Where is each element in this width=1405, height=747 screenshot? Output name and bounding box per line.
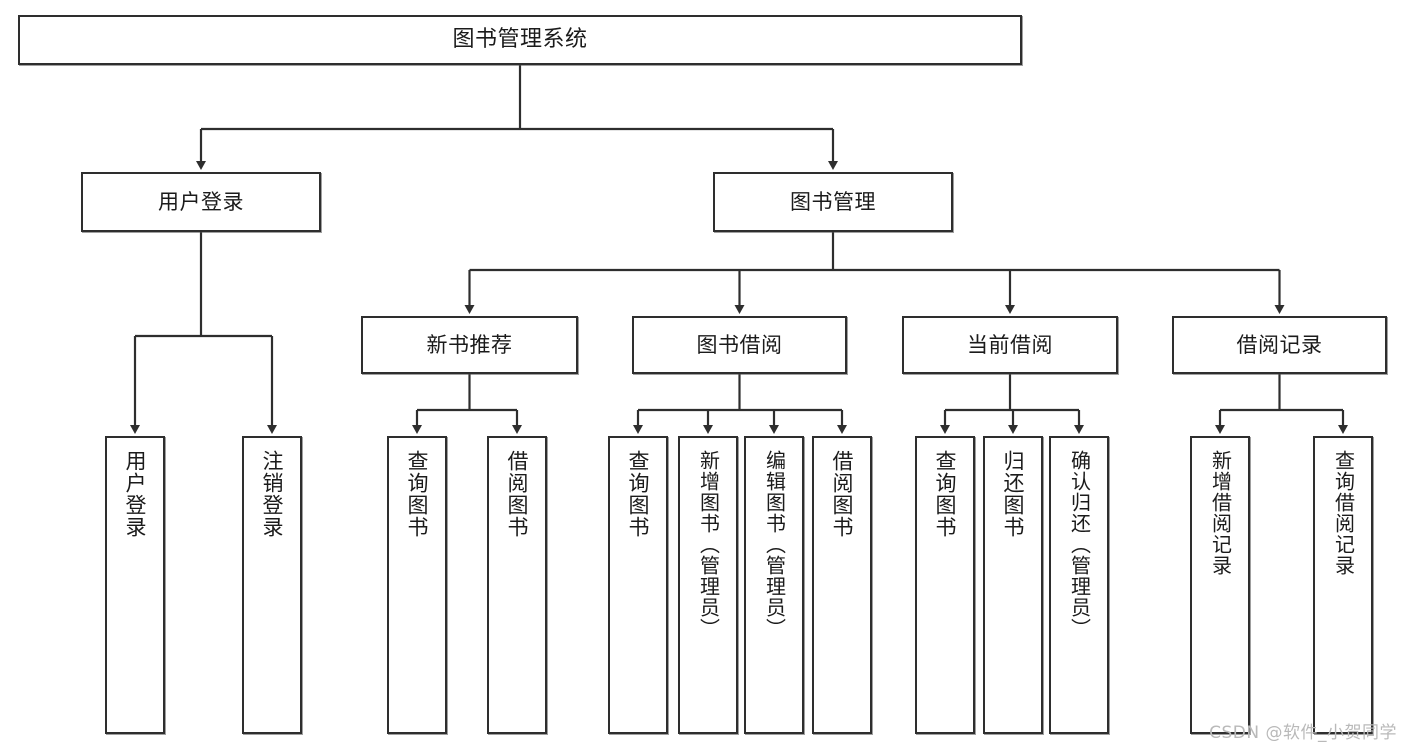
node-book-borrow[interactable]: 图书借阅 xyxy=(632,316,847,374)
node-label: 用户登录 xyxy=(158,189,244,214)
node-leaf-borrow-book-1[interactable]: 借阅图书 xyxy=(487,436,547,734)
node-leaf-edit-book[interactable]: 编辑图书（管理员） xyxy=(744,436,804,734)
node-label: 图书管理 xyxy=(790,189,876,214)
node-label: 新增借阅记录 xyxy=(1208,450,1233,576)
node-root[interactable]: 图书管理系统 xyxy=(18,15,1022,65)
node-label: 查询图书 xyxy=(626,450,651,538)
node-label: 注销登录 xyxy=(260,450,285,538)
node-leaf-add-book[interactable]: 新增图书（管理员） xyxy=(678,436,738,734)
node-leaf-confirm-return[interactable]: 确认归还（管理员） xyxy=(1049,436,1109,734)
node-label: 查询图书 xyxy=(933,450,958,538)
node-label: 查询借阅记录 xyxy=(1331,450,1356,576)
node-label: 借阅图书 xyxy=(505,450,530,538)
node-borrow-record[interactable]: 借阅记录 xyxy=(1172,316,1387,374)
node-leaf-query-book-1[interactable]: 查询图书 xyxy=(387,436,447,734)
node-label: 归还图书 xyxy=(1001,450,1026,538)
node-label: 图书借阅 xyxy=(696,332,783,357)
csdn-watermark: CSDN @软件_小贺同学 xyxy=(1209,723,1397,743)
node-leaf-logout[interactable]: 注销登录 xyxy=(242,436,302,734)
node-label: 编辑图书（管理员） xyxy=(762,450,787,639)
node-leaf-borrow-book-2[interactable]: 借阅图书 xyxy=(812,436,872,734)
node-label: 借阅图书 xyxy=(830,450,855,538)
node-label: 借阅记录 xyxy=(1236,332,1323,357)
node-label: 查询图书 xyxy=(405,450,430,538)
node-new-book-rec[interactable]: 新书推荐 xyxy=(361,316,578,374)
node-label: 确认归还（管理员） xyxy=(1067,450,1092,639)
node-label: 当前借阅 xyxy=(967,332,1053,357)
node-label: 新增图书（管理员） xyxy=(696,450,721,639)
node-label: 用户登录 xyxy=(123,450,148,538)
node-leaf-query-book-3[interactable]: 查询图书 xyxy=(915,436,975,734)
node-current-borrow[interactable]: 当前借阅 xyxy=(902,316,1118,374)
node-book-manage[interactable]: 图书管理 xyxy=(713,172,953,232)
node-leaf-user-login[interactable]: 用户登录 xyxy=(105,436,165,734)
node-label: 图书管理系统 xyxy=(452,27,588,53)
node-user-login[interactable]: 用户登录 xyxy=(81,172,321,232)
node-label: 新书推荐 xyxy=(426,332,513,357)
node-leaf-add-record[interactable]: 新增借阅记录 xyxy=(1190,436,1250,734)
node-leaf-return-book[interactable]: 归还图书 xyxy=(983,436,1043,734)
node-leaf-query-record[interactable]: 查询借阅记录 xyxy=(1313,436,1373,734)
node-leaf-query-book-2[interactable]: 查询图书 xyxy=(608,436,668,734)
